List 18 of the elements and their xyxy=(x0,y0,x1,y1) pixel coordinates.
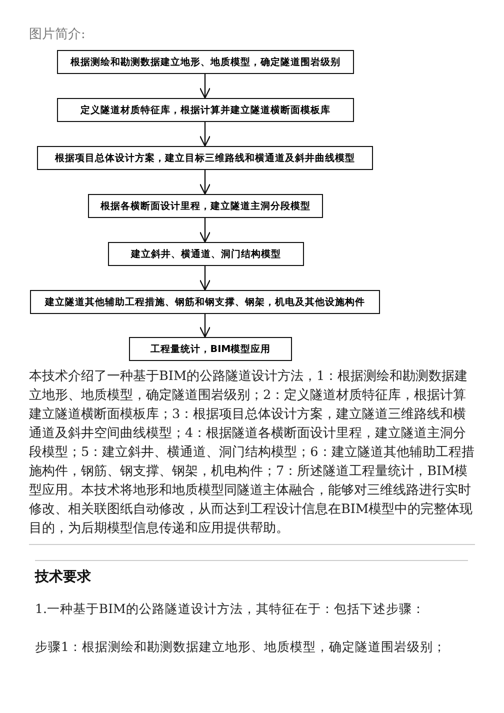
process-box: 根据测绘和勘测数据建立地形、地质模型，确定隧道围岩级别 xyxy=(57,50,354,74)
process-box: 建立隧道其他辅助工程措施、钢筋和钢支撑、钢架，机电及其他设施构件 xyxy=(30,290,380,314)
process-box: 定义隧道材质特征库，根据计算并建立隧道横断面模板库 xyxy=(57,98,354,122)
section-heading: 技术要求 xyxy=(35,568,92,587)
description-paragraph: 本技术介绍了一种基于BIM的公路隧道设计方法，1：根据测绘和勘测数据建立地形、地质模型，确定隧道围岩级别；2：定义隧道材质特征库，根据计算建立隧道横断面模板库；3：根据项目总体设计方案，建立隧道三维路线和横通道及斜井空间曲线模型；4：根据隧道各横断面设计里程，建立隧道主洞分段模型；5：建立斜井、横通道、洞门结构模型；6：建立隧道其他辅助工程措施构件，钢筋、钢支撑、钢架，机电构件；7：所述隧道工程量统计，BIM模型应用。本技术将地形和地质模型同隧道主体融合，能够对三维线路进行实时修改、相关联图纸自动修改，从而达到工程设计信息在BIM模型中的完整体现目的，为后期模型信息传递和应用提供帮助。 xyxy=(29,368,476,538)
arrow xyxy=(199,314,211,338)
process-box: 建立斜井、横通道、洞门结构模型 xyxy=(108,242,304,266)
process-box: 根据项目总体设计方案，建立目标三维路线和横通道及斜井曲线模型 xyxy=(37,146,373,170)
process-box: 工程量统计，BIM模型应用 xyxy=(129,337,292,361)
step-text: 步骤1：根据测绘和勘测数据建立地形、地质模型，确定隧道围岩级别； xyxy=(35,638,447,656)
intro-heading: 图片简介: xyxy=(29,26,86,44)
arrow xyxy=(199,170,211,195)
arrow xyxy=(199,218,211,243)
process-box: 根据各横断面设计里程，建立隧道主洞分段模型 xyxy=(88,194,323,218)
claim-text: 1.一种基于BIM的公路隧道设计方法，其特征在于：包括下述步骤： xyxy=(35,600,426,618)
arrow xyxy=(199,74,211,99)
arrow xyxy=(199,266,211,291)
arrow xyxy=(199,122,211,147)
